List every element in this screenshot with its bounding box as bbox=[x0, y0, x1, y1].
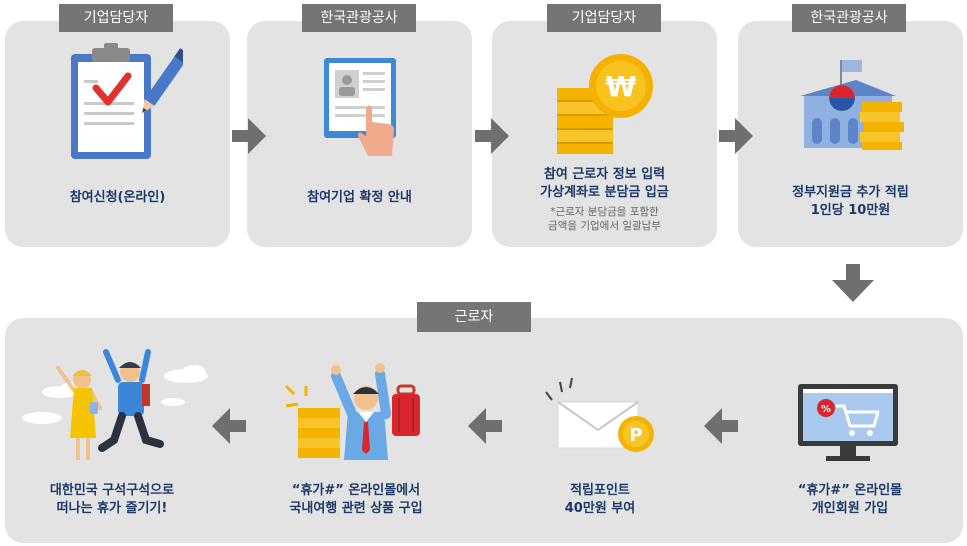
step-note-deposit-line1: *근로자 분담금을 포함한 bbox=[550, 206, 659, 218]
step-title-government: 정부지원금 추가 적립 1인당 10만원 bbox=[738, 184, 963, 220]
happy-travelers-icon bbox=[22, 349, 208, 460]
step-title-points-line1: 적립포인트 bbox=[570, 483, 630, 498]
won-coin-stack-icon: ₩ bbox=[557, 54, 653, 154]
step-title-deposit: 참여 근로자 정보 입력 가상계좌로 분담금 입금 bbox=[492, 166, 717, 202]
government-building-icon bbox=[800, 60, 904, 150]
arrow-left-icon bbox=[468, 408, 502, 444]
tab-company-manager-2: 기업담당자 bbox=[547, 4, 661, 32]
step-title-deposit-line2: 가상계좌로 분담금 입금 bbox=[540, 185, 669, 200]
tablet-touch-icon bbox=[324, 58, 396, 156]
tab-worker: 근로자 bbox=[417, 302, 531, 332]
step-title-buy-products: “휴가#” 온라인몰에서 국내여행 관련 상품 구입 bbox=[256, 482, 456, 518]
step-title-enjoy-vacation-line2: 떠나는 휴가 즐기기! bbox=[56, 501, 168, 516]
online-shopping-monitor-icon: % bbox=[798, 384, 898, 461]
tab-company-manager: 기업담당자 bbox=[59, 4, 173, 32]
step-title-points: 적립포인트 40만원 부여 bbox=[500, 482, 700, 518]
arrow-down-icon bbox=[832, 264, 874, 302]
svg-text:%: % bbox=[821, 404, 831, 415]
step-title-enjoy-vacation-line1: 대한민국 구석구석으로 bbox=[49, 483, 175, 498]
svg-text:₩: ₩ bbox=[606, 70, 637, 103]
step-title-confirm: 참여기업 확정 안내 bbox=[307, 190, 412, 205]
step-title-government-line1: 정부지원금 추가 적립 bbox=[792, 185, 909, 200]
step-note-deposit-line2: 금액을 기업에서 일괄납부 bbox=[548, 220, 661, 232]
arrow-right-icon bbox=[232, 118, 266, 154]
step-title-signup: “휴가#” 온라인몰 개인회원 가입 bbox=[750, 482, 950, 518]
arrow-right-icon bbox=[475, 118, 509, 154]
shopping-man-icon bbox=[284, 363, 420, 460]
step-title-enjoy-vacation: 대한민국 구석구석으로 떠나는 휴가 즐기기! bbox=[12, 482, 212, 518]
svg-text:P: P bbox=[629, 425, 642, 446]
envelope-point-icon: P bbox=[545, 377, 654, 452]
step-title-signup-line2: 개인회원 가입 bbox=[811, 501, 889, 516]
arrow-left-icon bbox=[212, 408, 246, 444]
step-title-deposit-line1: 참여 근로자 정보 입력 bbox=[543, 167, 666, 182]
tab-tourism-org: 한국관광공사 bbox=[302, 4, 416, 32]
tab-tourism-org-2: 한국관광공사 bbox=[792, 4, 906, 32]
step-title-government-line2: 1인당 10만원 bbox=[810, 203, 891, 218]
step-title-buy-products-line2: 국내여행 관련 상품 구입 bbox=[289, 501, 423, 516]
arrow-right-icon bbox=[719, 118, 753, 154]
step-note-deposit: *근로자 분담금을 포함한 금액을 기업에서 일괄납부 bbox=[492, 205, 717, 233]
step-title-signup-line1: “휴가#” 온라인몰 bbox=[797, 483, 903, 498]
step-title-points-line2: 40만원 부여 bbox=[564, 501, 636, 516]
clipboard-check-icon bbox=[71, 43, 183, 159]
arrow-left-icon bbox=[704, 408, 738, 444]
step-title-apply: 참여신청(온라인) bbox=[69, 190, 166, 205]
step-title-buy-products-line1: “휴가#” 온라인몰에서 bbox=[291, 483, 421, 498]
